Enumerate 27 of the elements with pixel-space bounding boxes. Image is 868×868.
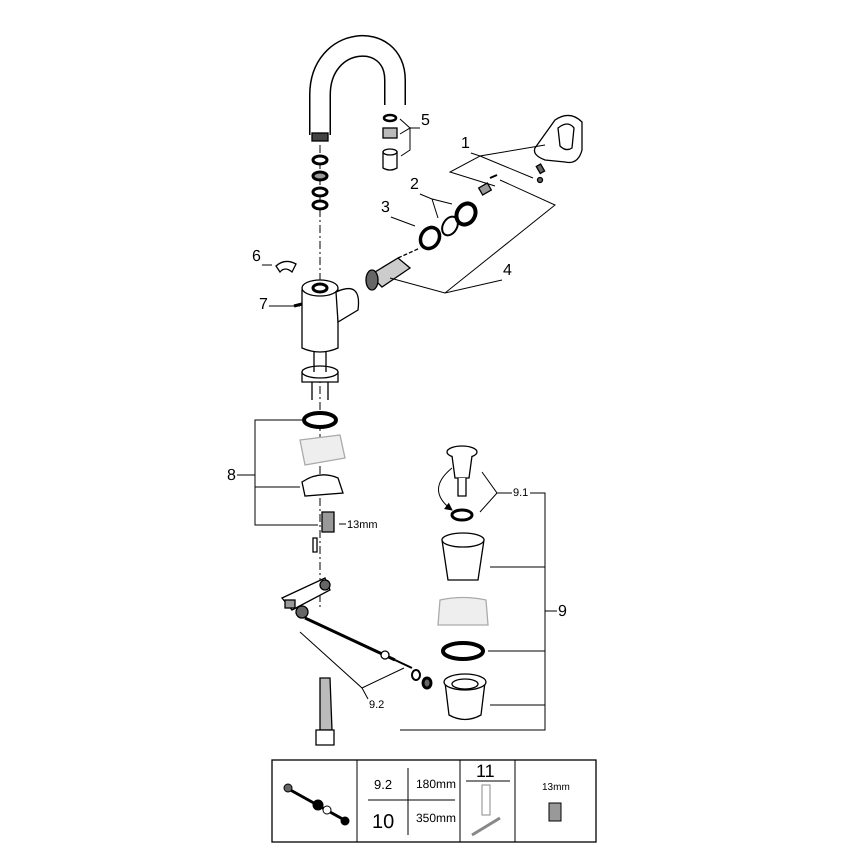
callout-number: 5 bbox=[420, 112, 431, 130]
leader-line bbox=[419, 194, 452, 218]
callout-number: 3 bbox=[380, 199, 391, 217]
leader-line bbox=[236, 420, 318, 526]
leader-line bbox=[261, 264, 272, 266]
callout-number: 13mm bbox=[346, 519, 379, 532]
callout-number: 9.1 bbox=[512, 487, 530, 500]
callout-number: 7 bbox=[258, 296, 269, 314]
table-text: 10 bbox=[372, 812, 394, 832]
callout-number: 9 bbox=[557, 603, 568, 621]
callout-number: 9.2 bbox=[368, 699, 386, 712]
table-text: 11 bbox=[476, 762, 495, 780]
table-text: 13mm bbox=[542, 783, 570, 793]
table-text: 9.2 bbox=[374, 778, 392, 791]
leader-line bbox=[400, 118, 420, 156]
leader-line bbox=[400, 566, 558, 730]
leader-line bbox=[448, 144, 546, 186]
table-text: 180mm bbox=[416, 778, 456, 790]
callout-number: 6 bbox=[251, 248, 262, 266]
callout-number: 8 bbox=[226, 467, 237, 485]
callout-number: 2 bbox=[409, 176, 420, 194]
leader-line bbox=[390, 216, 416, 226]
callout-number: 4 bbox=[502, 262, 513, 280]
callout-number: 1 bbox=[460, 135, 471, 153]
leader-line bbox=[390, 180, 556, 294]
table-text: 350mm bbox=[416, 812, 456, 824]
leader-line bbox=[300, 632, 404, 700]
